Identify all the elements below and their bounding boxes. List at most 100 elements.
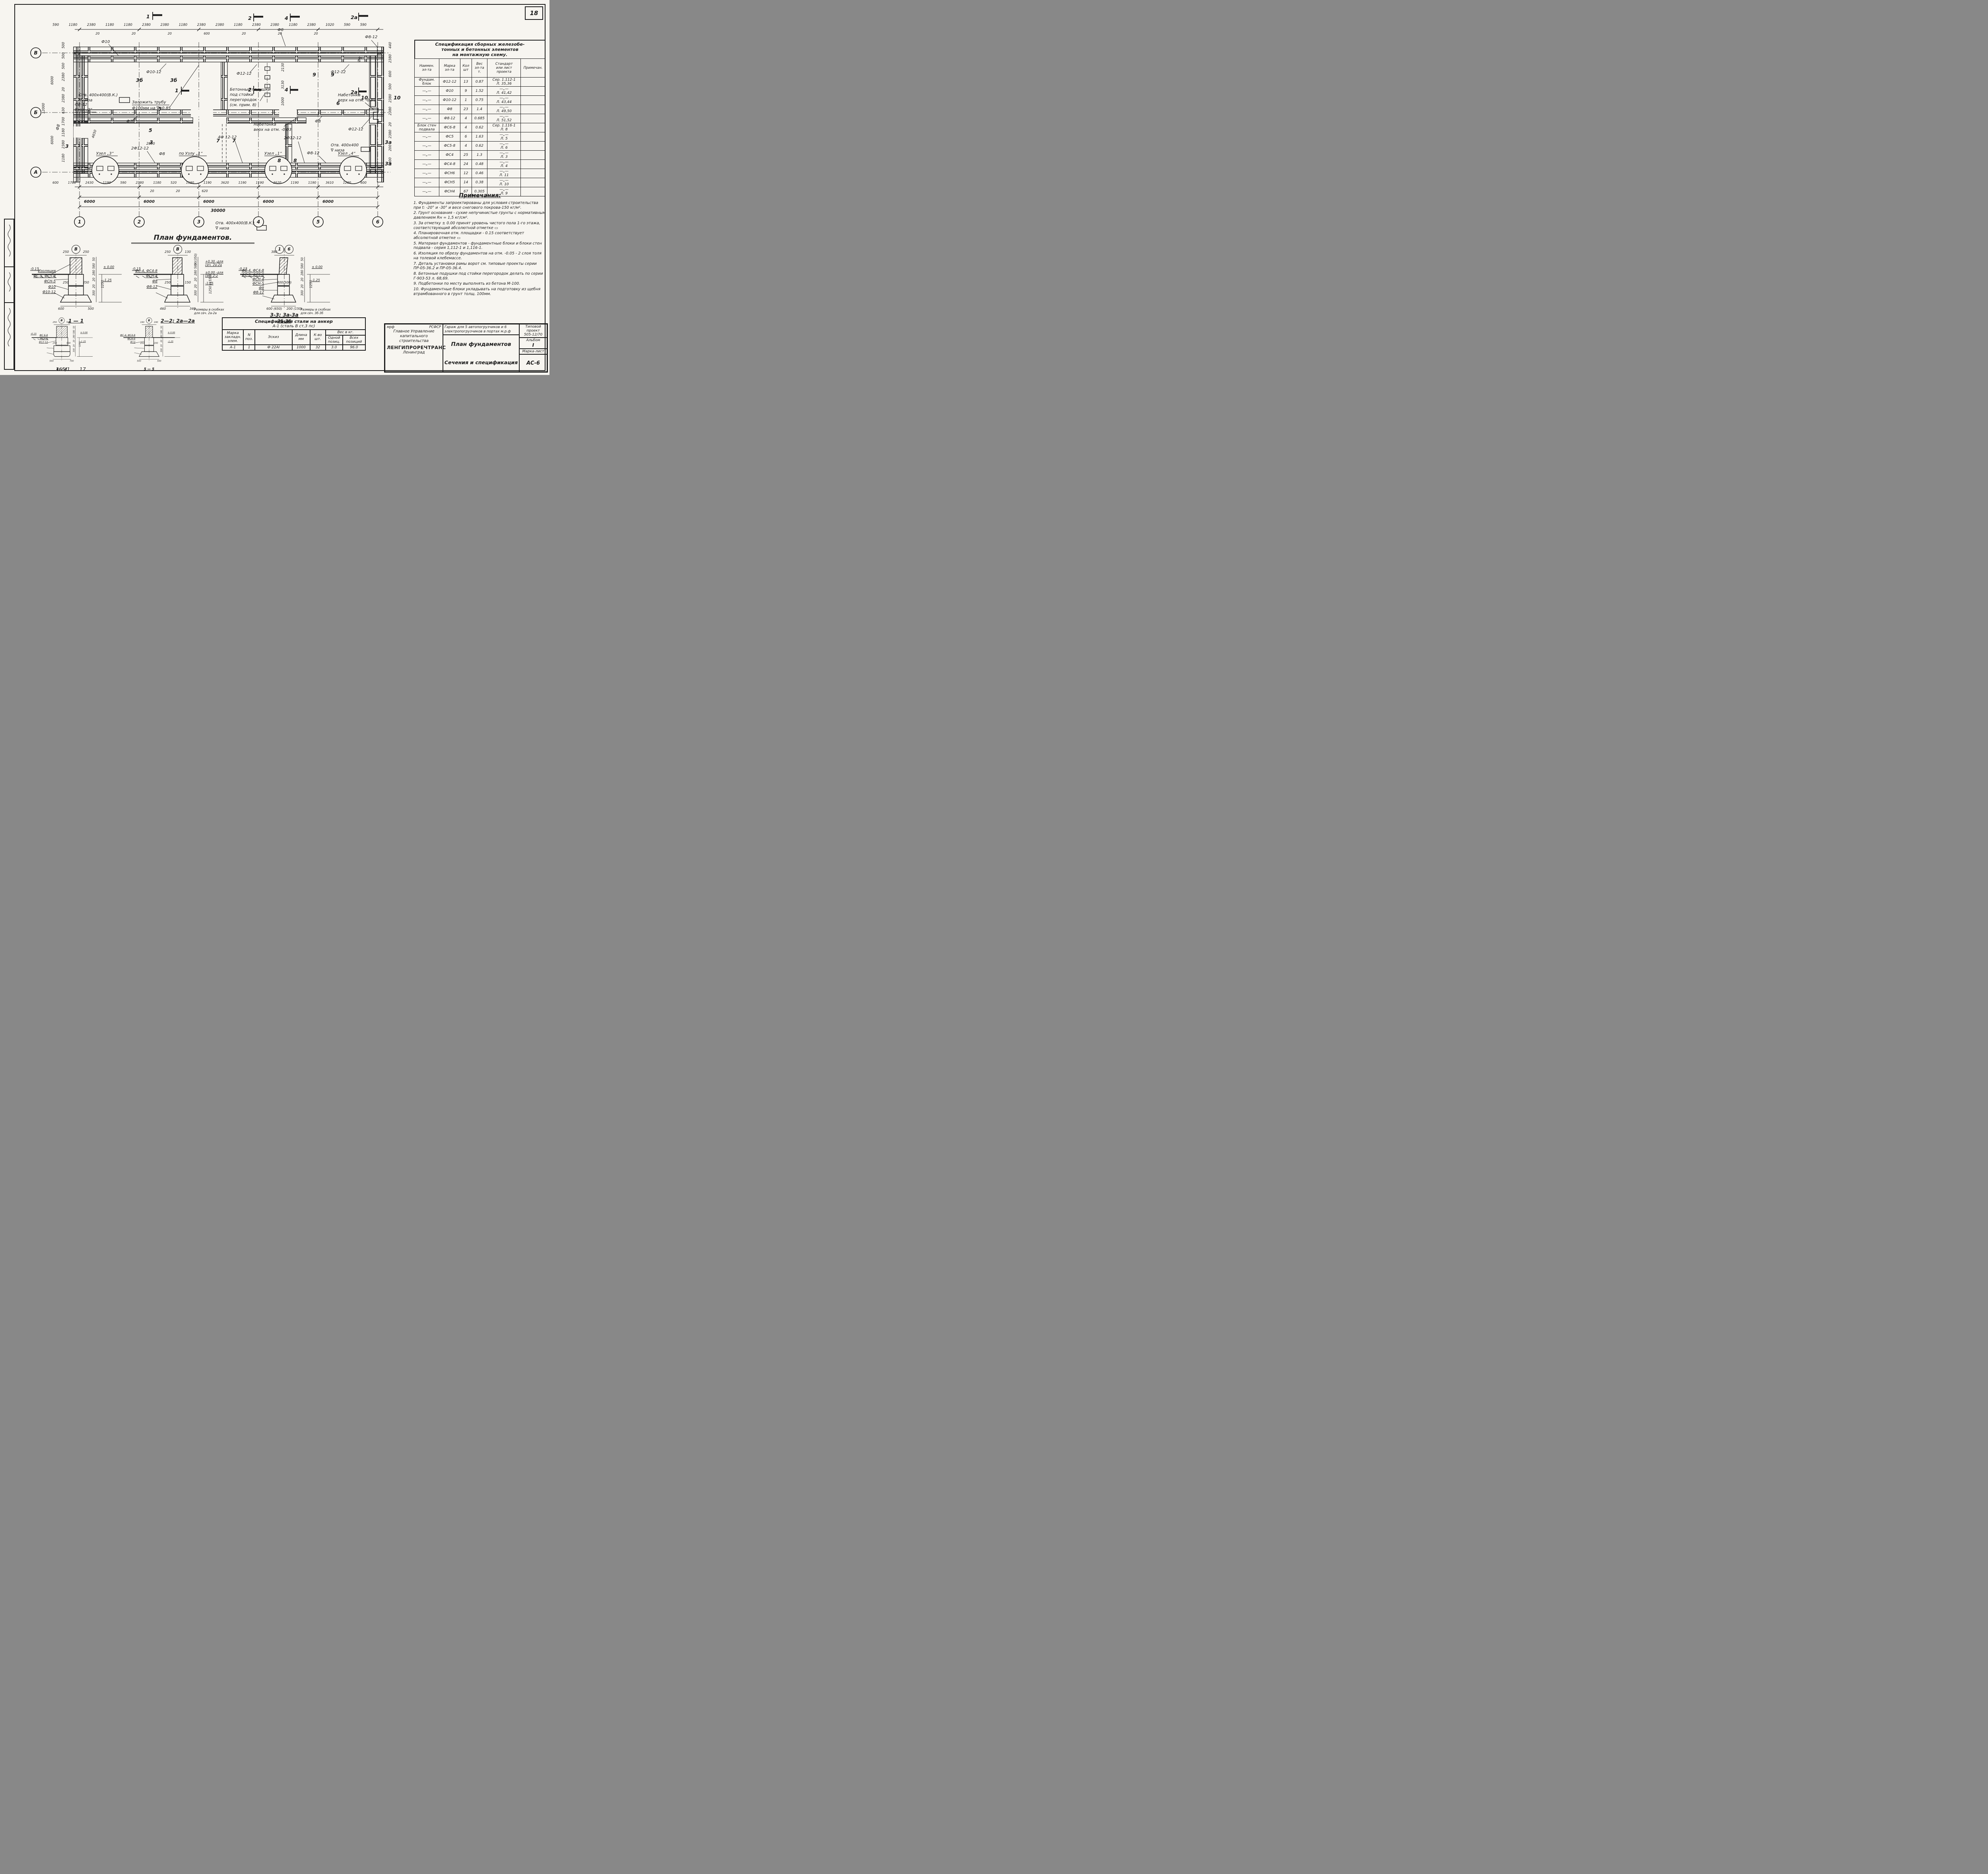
- col-header: Вес в кг.: [325, 329, 366, 336]
- note-item: 2. Грунт основания - сухие непучинистые …: [414, 211, 546, 220]
- level-label: -1.25: [312, 278, 320, 282]
- dim-label: 600: [52, 181, 59, 184]
- dim-label: 1190: [308, 181, 316, 184]
- table-row: Фундам. блок Ф12-12 13 0.87 Сер. 1.112-1…: [414, 77, 546, 87]
- col-header: N поз.: [243, 329, 255, 345]
- block-label: ФСН-4: [146, 274, 157, 279]
- dim-label: 280: [300, 270, 304, 276]
- svg-text:6: 6: [336, 100, 340, 106]
- section-note: Размеры в скобках для сеч. 2а-2а: [194, 308, 224, 315]
- svg-text:Ф8: Ф8: [315, 119, 321, 124]
- level-label: -1.25: [167, 340, 173, 343]
- dim-label: 2430: [85, 181, 94, 184]
- dim-label: 20: [167, 32, 172, 35]
- svg-text:6000: 6000: [50, 136, 54, 144]
- svg-text:7: 7: [216, 138, 220, 144]
- section-title: 1 — 1: [68, 318, 84, 324]
- svg-text:Набетонка: Набетонка: [338, 93, 361, 97]
- title-block: мрф РСФСР Главное Управление капитальног…: [384, 323, 548, 373]
- section-title: 4 — 4: [56, 367, 67, 371]
- col-header: Примечан.: [520, 58, 546, 78]
- dim-label: 200: [140, 342, 144, 344]
- spec-table-title: Спецификация сборных железобе- тонных и …: [414, 40, 546, 58]
- dim-label: 50: [92, 257, 95, 261]
- steel-header-row2: Одной позиц. Всех позиций: [222, 335, 366, 345]
- svg-text:∇ низа: ∇ низа: [78, 98, 92, 103]
- svg-text:по Узлу „1“: по Узлу „1“: [179, 151, 203, 156]
- dim-label: 20: [314, 32, 318, 35]
- svg-text:2380: 2380: [388, 107, 392, 115]
- dim-label: 1190: [291, 181, 299, 184]
- dim-label: 600: [204, 32, 210, 35]
- block-label: ФС-4, ФС4-8: [241, 269, 264, 273]
- col-header: Длина мм: [291, 329, 311, 345]
- svg-text:∇ низа: ∇ низа: [330, 148, 344, 153]
- note-item: 4. Планировочная отм. площадки - 0.15 со…: [414, 231, 524, 240]
- svg-text:Отв. 400х400: Отв. 400х400: [331, 143, 359, 148]
- dim-label: 250: [165, 281, 171, 284]
- block-label: ФС 6-8: [39, 334, 48, 337]
- dim-label: 50: [72, 326, 75, 329]
- dim-label: 2380: [160, 23, 169, 27]
- dim-label: 50(350): [194, 253, 197, 265]
- axis-bubble: 4: [256, 219, 260, 225]
- section-drawing: [240, 248, 330, 309]
- section-title: 2—2; 2а—2а: [160, 318, 195, 324]
- svg-text:Ф12-12: Ф12-12: [331, 70, 346, 74]
- note-item: 1. Фундаменты запроектированы для услови…: [414, 201, 538, 210]
- svg-text:Ф8: Ф8: [55, 124, 61, 130]
- note-item: 6. Изоляция по обрезу фундаментов на отм…: [414, 251, 542, 260]
- svg-text:6000: 6000: [50, 76, 54, 85]
- grid-bubbles: [30, 47, 383, 227]
- svg-text:∇ низа: ∇ низа: [215, 226, 229, 231]
- axis-bubble: В: [72, 245, 80, 254]
- album-label: Альбом: [526, 338, 540, 342]
- steel-spec-table: Спецификация стали на анкер А-1 (сталь В…: [221, 317, 366, 351]
- svg-text:3а: 3а: [385, 161, 392, 167]
- dim-label: 50: [300, 257, 304, 261]
- dim-label: 580: [160, 330, 163, 334]
- dim-label: 250: [165, 250, 171, 254]
- dim-label: 1180: [124, 23, 132, 27]
- svg-text:440: 440: [388, 42, 392, 49]
- dim-label: 1190: [186, 181, 194, 184]
- svg-text:8: 8: [278, 157, 281, 163]
- dim-label: 1190: [203, 181, 212, 184]
- svg-text:800: 800: [388, 157, 392, 164]
- level-label: -0.15: [239, 267, 247, 271]
- svg-text:2а: 2а: [351, 89, 357, 95]
- dim-label: 620: [202, 189, 208, 193]
- svg-text:Ф10: Ф10: [126, 119, 135, 124]
- svg-text:4: 4: [284, 15, 288, 21]
- dim-label: 250: [52, 321, 57, 324]
- level-label: -1.25: [205, 282, 214, 285]
- svg-text:Ф12-12: Ф12-12: [237, 72, 252, 76]
- svg-text:2380: 2380: [388, 130, 392, 138]
- svg-text:3б: 3б: [136, 77, 143, 83]
- steel-table-title-text: Спецификация стали на анкер: [255, 319, 333, 324]
- dim-label: 1180: [105, 23, 114, 27]
- dim-label: 3610: [325, 181, 334, 184]
- type-project-label: Типовой проект: [525, 325, 541, 333]
- svg-text:перегородок: перегородок: [230, 98, 257, 102]
- wall-openings: [74, 109, 297, 138]
- col-header: Эскиз: [254, 329, 293, 345]
- svg-text:Ф8-12: Ф8-12: [75, 103, 87, 107]
- foundation-plan-drawing: В Б А 1 2 3 4 5 6 500 500 500 2380 20 23…: [30, 12, 401, 231]
- svg-text:Ф8: Ф8: [357, 56, 363, 63]
- section-drawing: [134, 248, 223, 309]
- note-item: 7. Деталь установки рамы ворот см. типов…: [414, 261, 537, 271]
- dim-label: 1180: [68, 23, 78, 27]
- svg-text:630: 630: [62, 107, 66, 114]
- note-item: 5. Материал фундаментов - фундаментные б…: [414, 241, 542, 251]
- dim-label: 2380: [136, 181, 144, 184]
- dim-label: 250: [63, 250, 69, 254]
- dim-label: 400(500): [277, 281, 292, 284]
- type-project: Типовой проект 505-12/70: [520, 324, 547, 338]
- col-header: Наимен. эл-та: [414, 58, 439, 78]
- dim-label: 20: [194, 284, 197, 288]
